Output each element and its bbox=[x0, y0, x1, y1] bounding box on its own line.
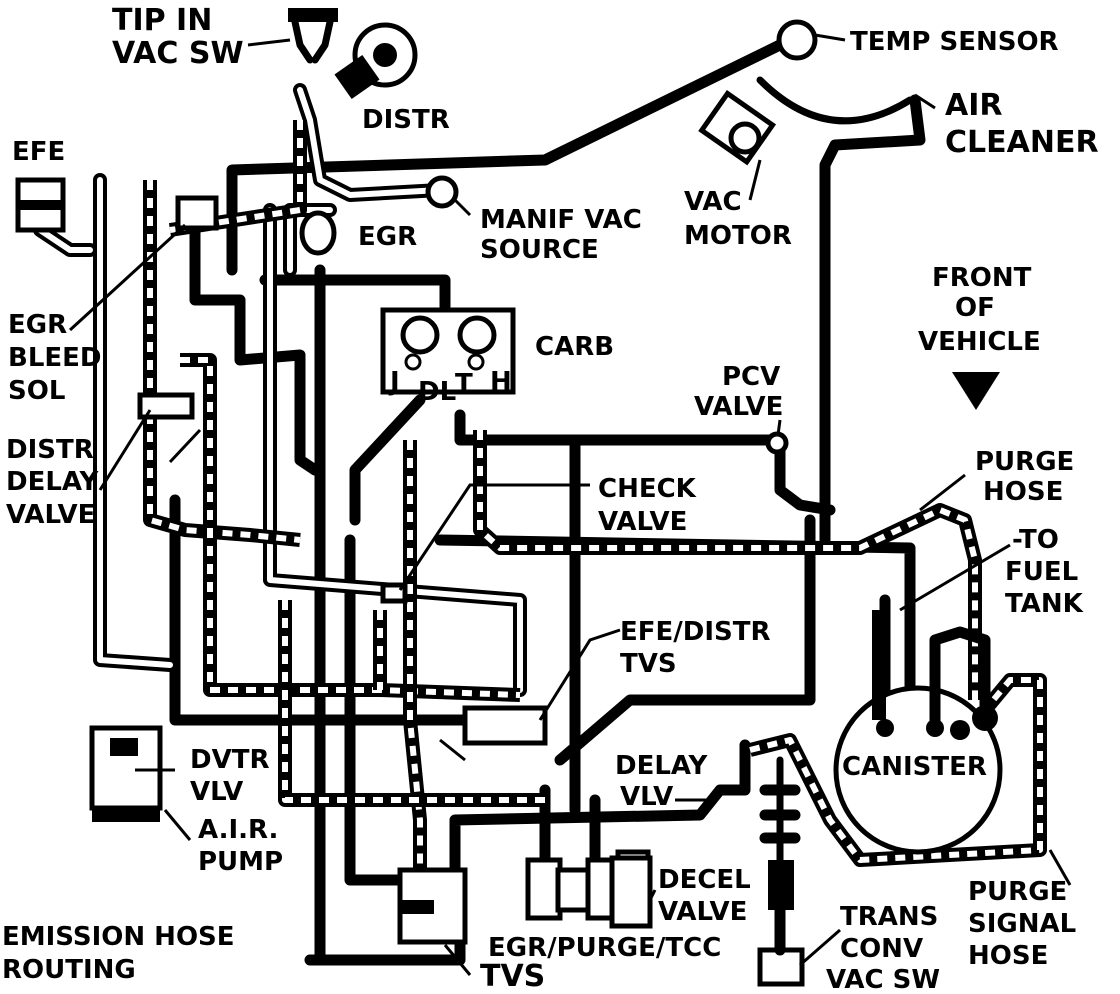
egr-valve bbox=[299, 210, 337, 256]
label-port-dl: DL bbox=[418, 377, 456, 407]
label-efe-distr: EFE/DISTR bbox=[620, 617, 771, 647]
label-tank: TANK bbox=[1005, 589, 1084, 619]
label-vehicle: VEHICLE bbox=[918, 327, 1041, 357]
label-decel: DECEL bbox=[658, 865, 751, 895]
label-check: CHECK bbox=[598, 474, 697, 504]
trans-conv-vac-switch bbox=[757, 756, 805, 987]
label-dvtr: DVTR bbox=[190, 745, 269, 775]
label-conv: CONV bbox=[840, 934, 923, 964]
label-efe: EFE bbox=[12, 137, 65, 167]
label-port-j: J bbox=[388, 367, 400, 397]
label-delay-vlv: VLV bbox=[620, 782, 673, 812]
label-distr-delay-1: DISTR bbox=[6, 435, 94, 465]
vacuum-hoses bbox=[169, 34, 926, 966]
distributor bbox=[334, 22, 418, 100]
label-egr-purge-tcc: EGR/PURGE/TCC bbox=[488, 933, 721, 963]
label-trans: TRANS bbox=[840, 902, 938, 932]
label-egr-bleed-3: SOL bbox=[8, 376, 65, 406]
label-tip-in: TIP IN bbox=[112, 3, 212, 38]
label-purge: PURGE bbox=[975, 447, 1074, 477]
efe-distr-tvs bbox=[462, 705, 548, 746]
label-vac: VAC bbox=[684, 187, 742, 217]
label-egr-valve: EGR bbox=[358, 222, 417, 252]
canister bbox=[833, 610, 1003, 855]
label-distr-delay-2: DELAY bbox=[6, 467, 100, 497]
label-source: SOURCE bbox=[480, 235, 599, 265]
label-purge-signal-3: HOSE bbox=[968, 941, 1048, 971]
leader-lines bbox=[68, 33, 1072, 976]
distr-delay-valve bbox=[137, 392, 195, 420]
label-canister: CANISTER bbox=[842, 752, 987, 782]
tip-in-vac-switch bbox=[288, 8, 338, 64]
egr-bleed-solenoid bbox=[175, 195, 219, 231]
label-of: OF bbox=[955, 293, 995, 323]
label-purge-hose: HOSE bbox=[983, 477, 1063, 507]
label-air-pump-1: A.I.R. bbox=[198, 815, 278, 845]
label-efe-tvs: TVS bbox=[620, 649, 677, 679]
label-air: AIR bbox=[945, 88, 1002, 123]
label-manif-vac: MANIF VAC bbox=[480, 205, 642, 235]
carburetor bbox=[380, 307, 516, 395]
diagram-title-line1: EMISSION HOSE bbox=[2, 922, 235, 952]
label-vac-sw: VAC SW bbox=[112, 36, 244, 71]
label-pcv-valve: VALVE bbox=[694, 392, 783, 422]
diagram-title-line2: ROUTING bbox=[2, 955, 136, 985]
label-decel-valve: VALVE bbox=[658, 897, 747, 927]
label-carb: CARB bbox=[535, 332, 614, 362]
tvs bbox=[397, 867, 468, 945]
pcv-valve bbox=[765, 431, 789, 455]
labels: TIP IN VAC SW DISTR TEMP SENSOR AIR CLEA… bbox=[2, 3, 1099, 994]
label-motor: MOTOR bbox=[684, 221, 792, 251]
label-trans-vac-sw: VAC SW bbox=[826, 965, 940, 994]
label-purge-signal-1: PURGE bbox=[968, 877, 1067, 907]
label-check-valve: VALVE bbox=[598, 507, 687, 537]
label-temp-sensor: TEMP SENSOR bbox=[850, 27, 1059, 57]
components bbox=[15, 8, 1003, 987]
air-cleaner bbox=[756, 76, 914, 125]
manifold-vac-source bbox=[425, 175, 459, 209]
label-port-h: H bbox=[490, 367, 512, 397]
label-purge-signal-2: SIGNAL bbox=[968, 909, 1076, 939]
label-pcv: PCV bbox=[722, 362, 780, 392]
label-distr-delay-3: VALVE bbox=[6, 500, 95, 530]
air-pump-dvtr bbox=[89, 725, 163, 822]
label-egr-bleed-1: EGR bbox=[8, 310, 67, 340]
label-port-t: T bbox=[455, 369, 473, 399]
label-to: -TO bbox=[1012, 525, 1059, 555]
label-fuel: FUEL bbox=[1005, 557, 1078, 587]
label-distr: DISTR bbox=[362, 105, 450, 135]
label-front: FRONT bbox=[932, 263, 1032, 293]
label-egr-bleed-2: BLEED bbox=[8, 343, 102, 373]
label-tvs: TVS bbox=[480, 959, 545, 994]
front-arrow-icon bbox=[952, 372, 1000, 410]
vac-motor bbox=[698, 90, 777, 166]
decel-valve bbox=[609, 855, 653, 929]
temp-sensor bbox=[776, 19, 818, 61]
label-dvtr-vlv: VLV bbox=[190, 777, 243, 807]
label-air-pump-2: PUMP bbox=[198, 847, 283, 877]
label-cleaner: CLEANER bbox=[945, 125, 1099, 160]
label-delay: DELAY bbox=[615, 751, 709, 781]
